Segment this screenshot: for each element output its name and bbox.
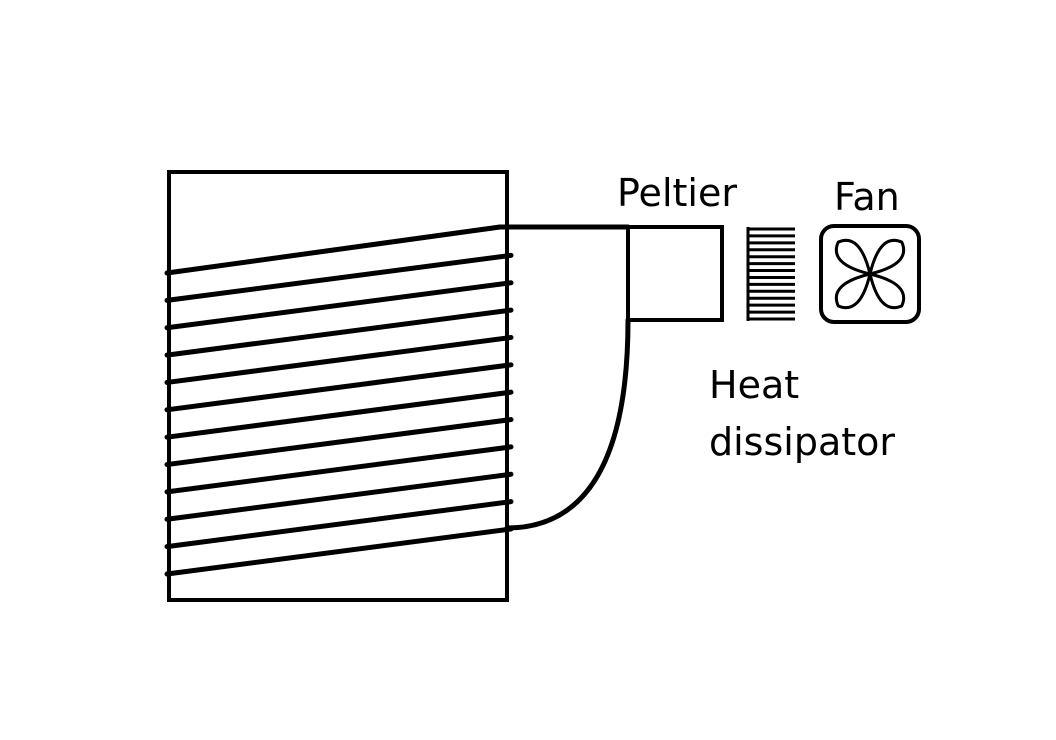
heat-dissipator-label-line2: dissipator [709,420,896,464]
coil-turn [164,307,514,358]
coil-turn [164,417,514,468]
coil-turn [164,389,514,440]
coil-turn [164,471,514,522]
fan-blade [868,239,905,276]
coil-turn [164,526,514,577]
coil-turn [164,444,514,495]
fan-blades [835,239,905,309]
fan-blade [868,272,905,309]
coil-turn [164,499,514,550]
coil-windings [164,224,514,577]
fan-icon [819,224,921,324]
coil-turn [164,224,503,276]
container-box [167,170,509,602]
peltier-label: Peltier [617,171,737,215]
fan-blade [835,272,872,309]
coil-turn [164,362,514,413]
peltier-module [626,225,724,322]
coil-turn [164,334,514,385]
coil-turn [164,252,514,303]
fan-label: Fan [834,175,900,219]
fan-housing [819,224,921,324]
heat-dissipator-label-line1: Heat [709,363,800,407]
heat-dissipator-fins [746,227,795,321]
coil-turn [164,280,514,331]
return-lead-wire [504,317,631,531]
fan-blade [835,239,872,276]
